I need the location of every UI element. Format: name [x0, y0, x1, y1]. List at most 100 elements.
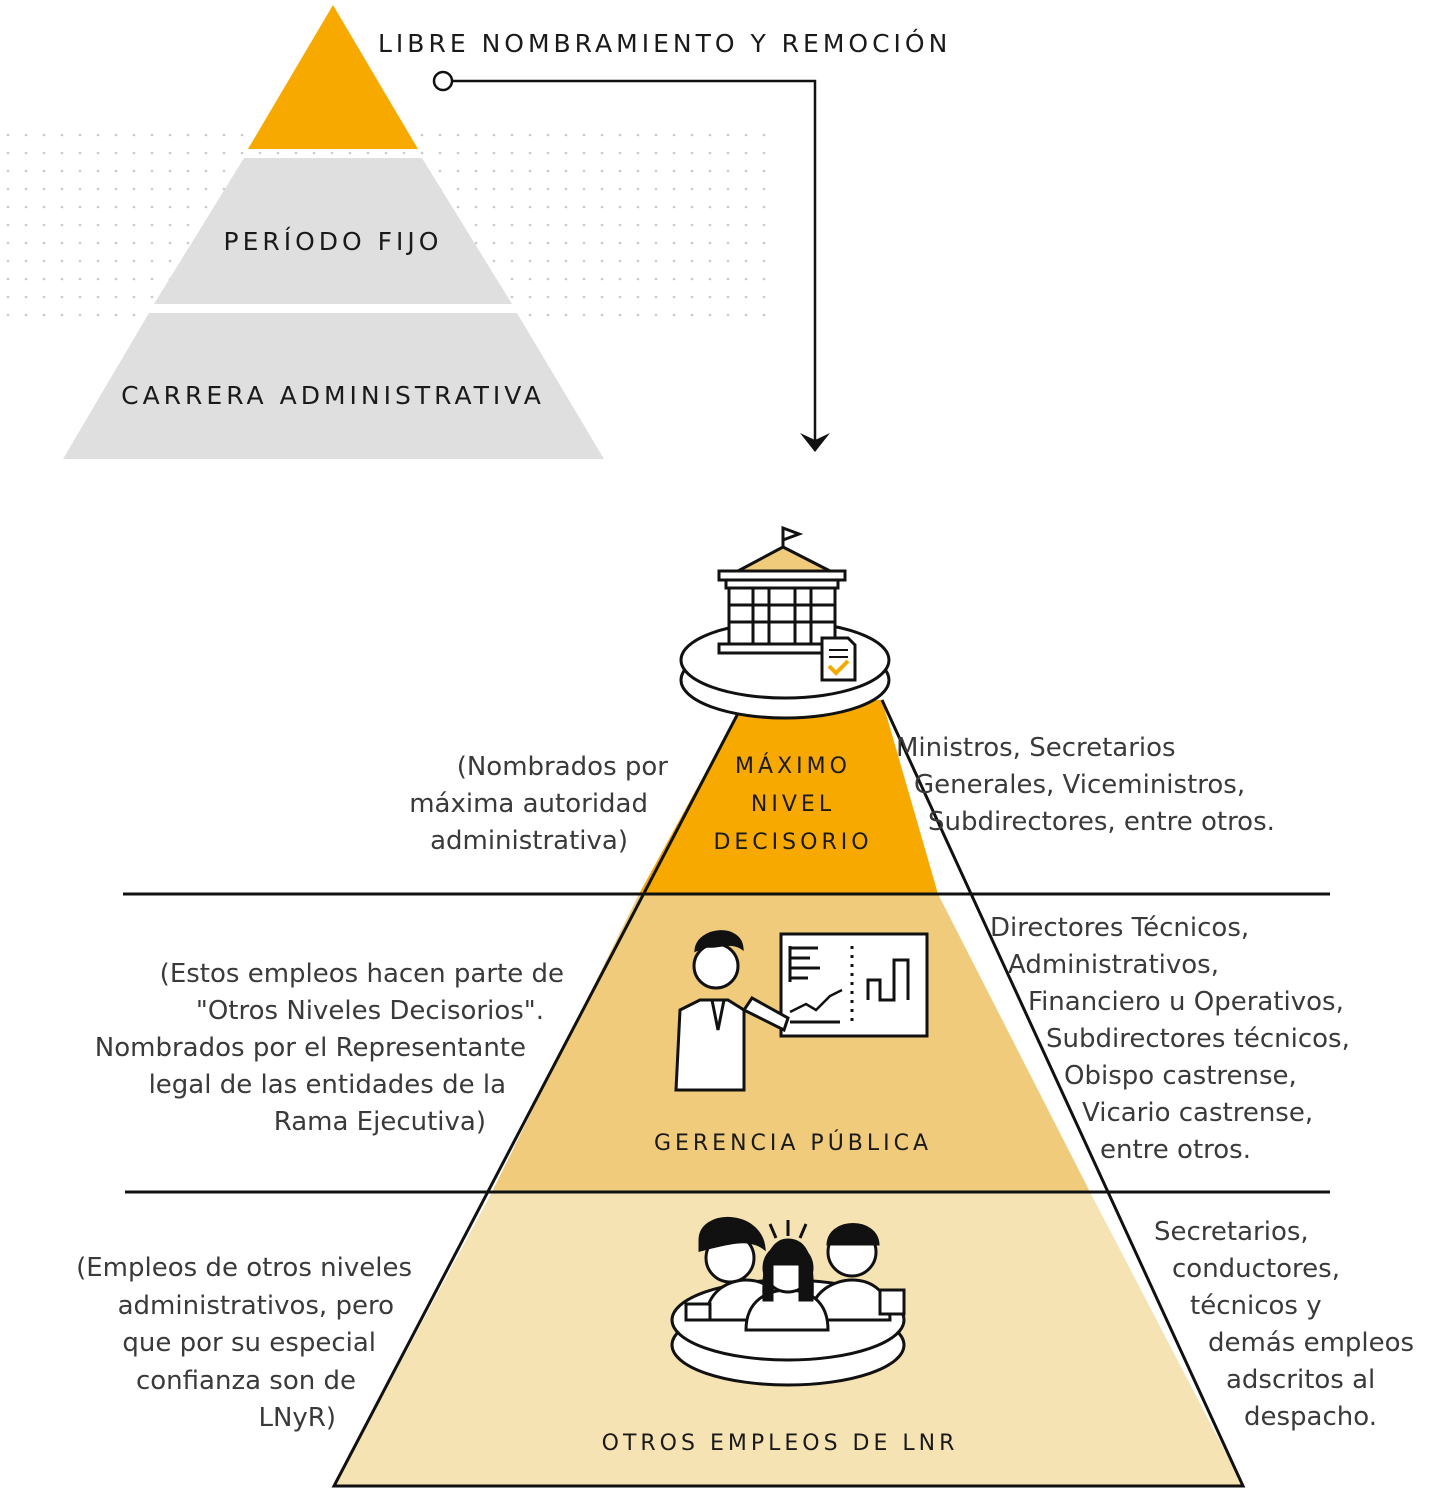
background-dot — [510, 241, 514, 245]
tier-gerencia-publica — [492, 894, 1090, 1192]
small-pyramid-bottom-label: CARRERA ADMINISTRATIVA — [121, 381, 545, 410]
right-text-gerencia-4: Subdirectores técnicos, — [1046, 1024, 1350, 1054]
background-dot — [24, 313, 28, 317]
background-dot — [150, 259, 154, 263]
background-dot — [762, 241, 766, 245]
background-dot — [744, 169, 748, 173]
background-dot — [96, 205, 100, 209]
background-dot — [132, 313, 136, 317]
background-dot — [510, 205, 514, 209]
background-dot — [456, 187, 460, 191]
background-dot — [78, 169, 82, 173]
background-dot — [654, 295, 658, 299]
right-text-maximo-3: Subdirectores, entre otros. — [928, 807, 1275, 837]
background-dot — [618, 277, 622, 281]
background-dot — [726, 259, 730, 263]
background-dot — [420, 151, 424, 155]
background-dot — [690, 295, 694, 299]
left-text-maximo-1: (Nombrados por — [457, 752, 669, 782]
background-dot — [636, 223, 640, 227]
background-dot — [348, 151, 352, 155]
background-dot — [618, 259, 622, 263]
right-descriptions: Ministros, Secretarios Generales, Vicemi… — [896, 733, 1414, 1432]
background-dot — [42, 223, 46, 227]
background-dot — [762, 313, 766, 317]
background-dot — [582, 313, 586, 317]
left-text-gerencia-2: "Otros Niveles Decisorios". — [196, 996, 544, 1026]
background-dot — [564, 259, 568, 263]
background-dot — [708, 205, 712, 209]
background-dot — [762, 259, 766, 263]
background-dot — [96, 313, 100, 317]
background-dot — [204, 133, 208, 137]
background-dot — [744, 151, 748, 155]
background-dot — [690, 151, 694, 155]
right-text-otros-6: despacho. — [1244, 1402, 1377, 1432]
background-dot — [132, 259, 136, 263]
background-dot — [6, 205, 10, 209]
background-dot — [726, 205, 730, 209]
background-dot — [24, 223, 28, 227]
background-dot — [564, 223, 568, 227]
background-dot — [690, 169, 694, 173]
background-dot — [582, 133, 586, 137]
background-dot — [42, 187, 46, 191]
background-dot — [564, 277, 568, 281]
background-dot — [60, 187, 64, 191]
background-dot — [546, 295, 550, 299]
background-dot — [492, 169, 496, 173]
background-dot — [744, 187, 748, 191]
background-dot — [132, 187, 136, 191]
background-dot — [708, 151, 712, 155]
background-dot — [564, 313, 568, 317]
background-dot — [150, 241, 154, 245]
background-dot — [636, 187, 640, 191]
background-dot — [24, 205, 28, 209]
background-dot — [618, 133, 622, 137]
background-dot — [618, 313, 622, 317]
background-dot — [762, 205, 766, 209]
background-dot — [654, 169, 658, 173]
background-dot — [114, 313, 118, 317]
background-dot — [132, 223, 136, 227]
background-dot — [600, 187, 604, 191]
background-dot — [726, 187, 730, 191]
background-dot — [24, 151, 28, 155]
background-dot — [492, 259, 496, 263]
left-text-otros-4: confianza son de — [136, 1366, 356, 1396]
background-dot — [600, 133, 604, 137]
background-dot — [240, 151, 244, 155]
background-dot — [654, 313, 658, 317]
background-dot — [6, 259, 10, 263]
background-dot — [672, 241, 676, 245]
background-dot — [510, 133, 514, 137]
background-dot — [744, 205, 748, 209]
background-dot — [636, 259, 640, 263]
background-dot — [384, 151, 388, 155]
right-text-gerencia-3: Financiero u Operativos, — [1028, 987, 1344, 1017]
background-dot — [42, 259, 46, 263]
background-dot — [78, 223, 82, 227]
small-pyramid-top-tier — [248, 5, 418, 149]
background-dot — [24, 295, 28, 299]
background-dot — [114, 241, 118, 245]
background-dot — [546, 277, 550, 281]
background-dot — [114, 187, 118, 191]
background-dot — [492, 133, 496, 137]
background-dot — [510, 151, 514, 155]
background-dot — [474, 133, 478, 137]
background-dot — [582, 241, 586, 245]
arrow-head-icon — [800, 433, 830, 452]
background-dot — [420, 133, 424, 137]
background-dot — [42, 205, 46, 209]
background-dot — [618, 187, 622, 191]
background-dot — [582, 295, 586, 299]
background-dot — [438, 133, 442, 137]
background-dot — [150, 151, 154, 155]
background-dot — [24, 277, 28, 281]
background-dot — [708, 133, 712, 137]
background-dot — [726, 277, 730, 281]
background-dot — [528, 205, 532, 209]
right-text-gerencia-2: Administrativos, — [1008, 950, 1219, 980]
